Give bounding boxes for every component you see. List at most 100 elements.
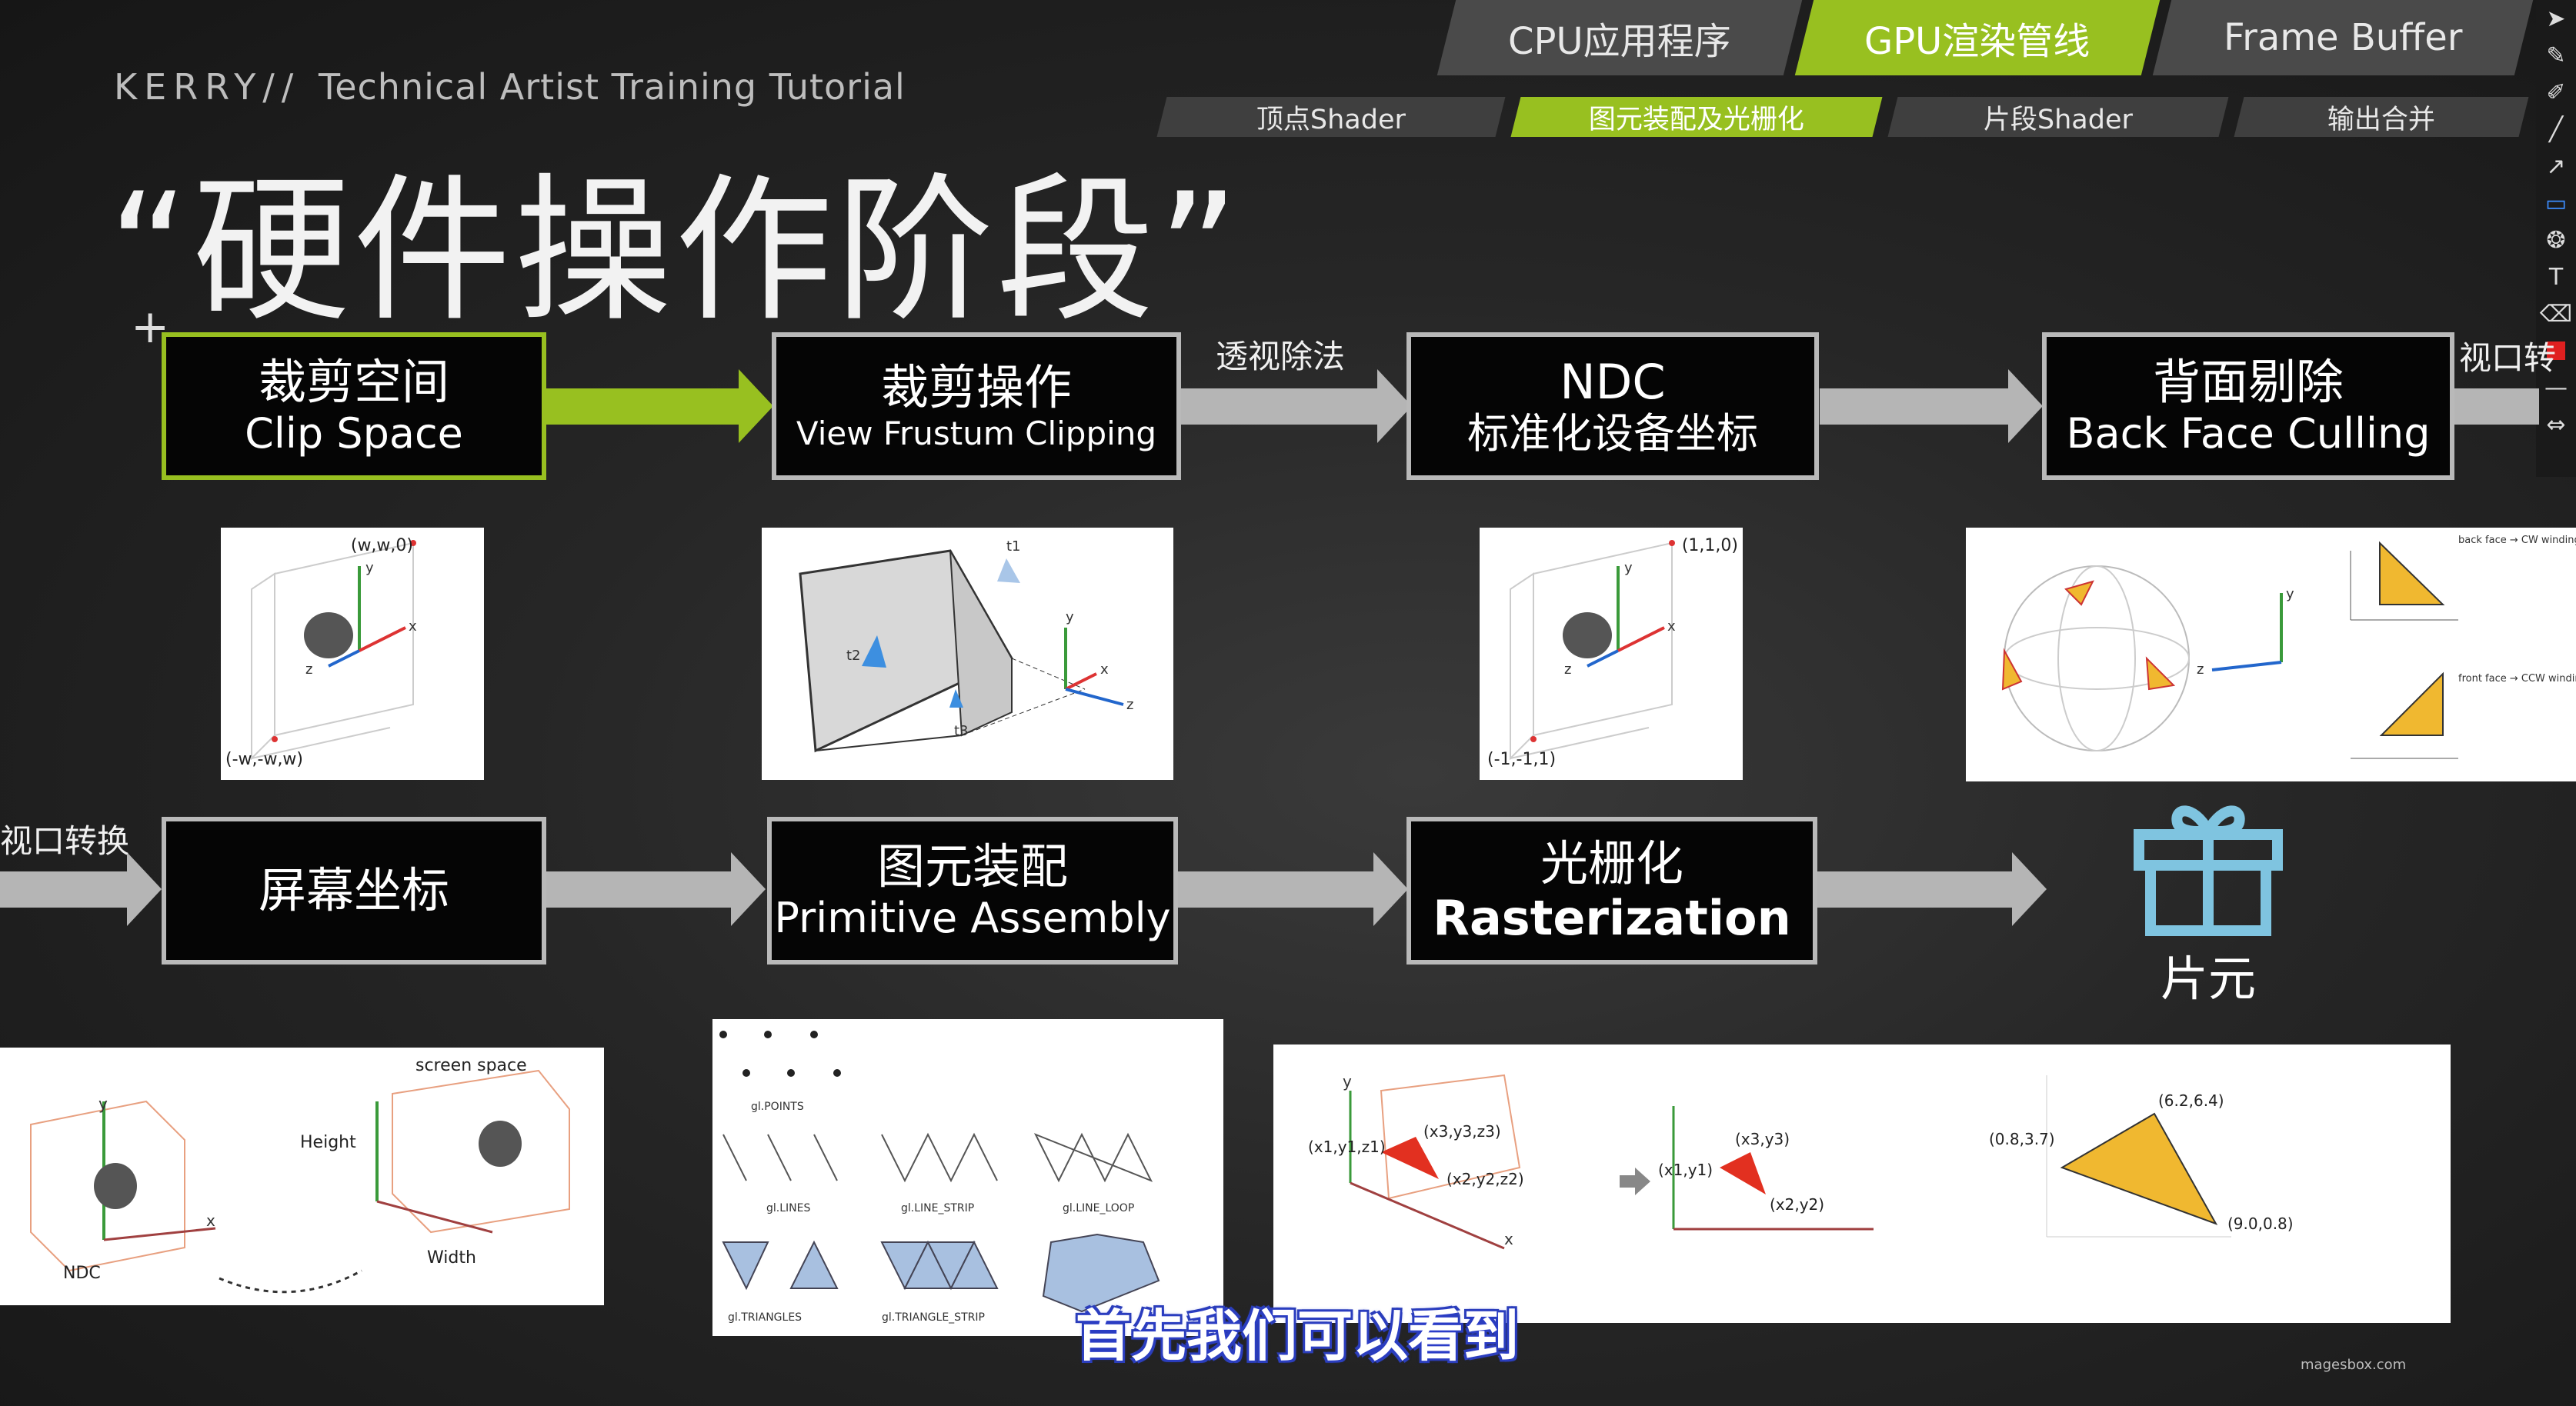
line-icon[interactable]: ╱ — [2548, 115, 2564, 143]
row1-arrows — [546, 369, 2539, 443]
raster-q3: (x3,y3) — [1735, 1130, 1790, 1148]
backface-axis-z: z — [2197, 661, 2204, 678]
stage-clip-space-en: Clip Space — [245, 408, 463, 458]
raster-p2: (x2,y2,z2) — [1446, 1170, 1524, 1188]
cursor-icon[interactable]: ➤ — [2546, 5, 2566, 32]
slide-title: “硬件操作阶段” — [108, 160, 1243, 343]
frontface-label: front face → CCW winding — [2458, 673, 2576, 685]
tab-cpu-app[interactable]: CPU应用程序 — [1436, 0, 1803, 75]
perspective-divide-label: 透视除法 — [1216, 338, 1346, 375]
frustum-t3: t3 — [954, 723, 969, 739]
figure-rasterization: y x (x1,y1,z1) (x2,y2,z2) (x3,y3,z3) (x1… — [1273, 1045, 2451, 1323]
stage-clipping[interactable]: 裁剪操作 View Frustum Clipping — [772, 332, 1181, 480]
gl-lines-label: gl.LINES — [766, 1202, 810, 1214]
frustum-axis-y: y — [1066, 609, 1074, 625]
raster-axis-x: x — [1504, 1230, 1513, 1248]
viewport-transform-label: 视口转换 — [0, 822, 130, 860]
figure-ndc: y x z (1,1,0) (-1,-1,1) — [1480, 528, 1743, 780]
stage-screen-coords[interactable]: 屏幕坐标 — [162, 817, 546, 965]
figure-screen-mapping: y x screen space Height Width NDC — [0, 1048, 604, 1305]
stage-ndc-zh: NDC — [1560, 354, 1666, 411]
figure-clip-space: y x z (w,w,0) (-w,-w,w) — [221, 528, 484, 780]
stage-backface-en: Back Face Culling — [2066, 408, 2431, 458]
clip-bottom-label: (-w,-w,w) — [225, 750, 303, 769]
grid-c: (9.0,0.8) — [2227, 1214, 2294, 1233]
stage-screen-zh: 屏幕坐标 — [258, 862, 449, 919]
stage-clipping-zh: 裁剪操作 — [880, 359, 1072, 416]
stage-primitive-zh: 图元装配 — [876, 838, 1068, 895]
stage-ndc[interactable]: NDC 标准化设备坐标 — [1406, 332, 1819, 480]
color-swatch-icon[interactable] — [2536, 332, 2576, 369]
frustum-t1: t1 — [1006, 538, 1021, 555]
height-label: Height — [300, 1133, 356, 1152]
expand-icon[interactable]: ⇔ — [2546, 411, 2566, 438]
stage-rasterization[interactable]: 光栅化 Rasterization — [1406, 817, 1817, 965]
stage-raster-zh: 光栅化 — [1540, 835, 1683, 891]
palette-icon[interactable]: ❂ — [2546, 226, 2566, 254]
stage-primitive-en: Primitive Assembly — [774, 893, 1171, 942]
gl-line-loop-label: gl.LINE_LOOP — [1063, 1202, 1134, 1214]
tab-frame-buffer[interactable]: Frame Buffer — [2152, 0, 2534, 75]
ndc-axis-x: x — [1667, 618, 1676, 635]
tab-primitive-raster[interactable]: 图元装配及光栅化 — [1510, 97, 1883, 137]
stage-clip-space-zh: 裁剪空间 — [258, 354, 449, 411]
stage-clip-space[interactable]: 裁剪空间 Clip Space — [162, 332, 546, 480]
tab-vertex-shader[interactable]: 顶点Shader — [1156, 97, 1506, 137]
ndc-small-label: NDC — [63, 1264, 101, 1283]
stage-primitive-assembly[interactable]: 图元装配 Primitive Assembly — [767, 817, 1178, 965]
tab-gpu-pipeline[interactable]: GPU渲染管线 — [1794, 0, 2161, 75]
raster-axis-y: y — [1343, 1072, 1352, 1091]
raster-p3: (x3,y3,z3) — [1423, 1122, 1501, 1141]
gl-triangles-label: gl.TRIANGLES — [728, 1311, 802, 1324]
arrow-tool-icon[interactable]: ↗ — [2546, 152, 2566, 180]
ndc-axis-y: y — [1624, 560, 1633, 576]
screen-space-label: screen space — [415, 1056, 527, 1075]
tab-fragment-shader[interactable]: 片段Shader — [1887, 97, 2229, 137]
text-tool-icon[interactable]: T — [2548, 263, 2564, 291]
stage-ndc-en: 标准化设备坐标 — [1467, 408, 1758, 458]
width-label: Width — [427, 1248, 476, 1268]
gift-icon — [2134, 805, 2283, 936]
stage-raster-en: Rasterization — [1433, 890, 1791, 946]
grid-b: (6.2,6.4) — [2158, 1091, 2224, 1110]
figure-primitive-types: gl.POINTS gl.LINES gl.LINE_STRIP gl.LINE… — [712, 1019, 1223, 1336]
brand-subtitle: Technical Artist Training Tutorial — [318, 66, 906, 108]
clip-top-label: (w,w,0) — [351, 536, 413, 555]
rectangle-icon[interactable]: ▭ — [2544, 189, 2568, 217]
frustum-axis-z: z — [1126, 697, 1133, 713]
frustum-t2: t2 — [846, 648, 861, 664]
clip-axis-z: z — [305, 661, 312, 678]
figure-frustum-clipping: t1 t2 t3 y x z — [762, 528, 1173, 780]
row2-arrows — [0, 852, 2047, 926]
pen-icon[interactable]: ✎ — [2546, 42, 2566, 69]
ndc-top-label: (1,1,0) — [1682, 536, 1738, 555]
minus-icon[interactable]: — — [2544, 374, 2568, 401]
gl-line-strip-label: gl.LINE_STRIP — [901, 1202, 974, 1214]
raster-q1: (x1,y1) — [1658, 1161, 1713, 1179]
stage-backface[interactable]: 背面剔除 Back Face Culling — [2042, 332, 2454, 480]
frustum-axis-x: x — [1100, 661, 1109, 678]
fragment-label: 片元 — [2161, 951, 2257, 1007]
video-subtitle: 首先我们可以看到 — [1076, 1304, 1520, 1368]
ndc-bottom-label: (-1,-1,1) — [1487, 750, 1556, 769]
brand-name: KERRY// — [114, 66, 301, 108]
clip-axis-x: x — [409, 618, 417, 635]
screen-axis-y: y — [98, 1094, 108, 1113]
stage-clipping-en: View Frustum Clipping — [796, 414, 1157, 452]
gl-points-label: gl.POINTS — [751, 1101, 804, 1113]
clip-axis-y: y — [365, 560, 374, 576]
backface-label: back face → CW winding — [2458, 535, 2576, 546]
watermark: magesbox.com — [2301, 1357, 2407, 1373]
screen-axis-x: x — [206, 1211, 215, 1230]
raster-p1: (x1,y1,z1) — [1308, 1138, 1386, 1156]
tab-output-merge[interactable]: 输出合并 — [2234, 97, 2529, 137]
viewport-label-cut: 视口转 — [2459, 339, 2557, 377]
figure-backface: back face → CW winding front face → CCW … — [1966, 528, 2576, 781]
raster-q2: (x2,y2) — [1770, 1195, 1824, 1214]
annotation-toolbar: ➤ ✎ ✐ ╱ ↗ ▭ ❂ T ⌫ — ⇔ — [2536, 0, 2576, 477]
grid-a: (0.8,3.7) — [1989, 1130, 2055, 1148]
marker-icon[interactable]: ✐ — [2546, 78, 2566, 106]
eraser-icon[interactable]: ⌫ — [2539, 300, 2573, 328]
ndc-axis-z: z — [1564, 661, 1571, 678]
backface-axis-y: y — [2286, 586, 2294, 602]
